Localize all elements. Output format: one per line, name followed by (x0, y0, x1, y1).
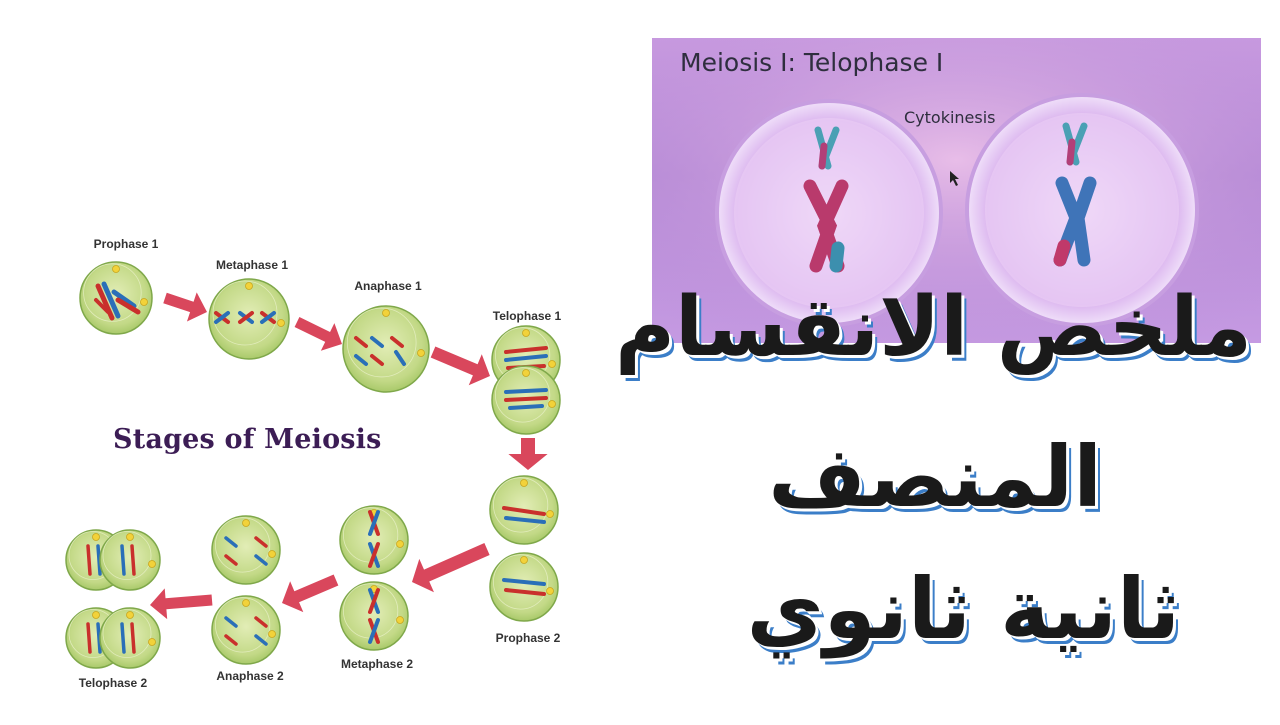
arrow-a2-t2 (150, 588, 213, 620)
arrow-a1-t1 (430, 346, 490, 386)
stage-label-anaphase1: Anaphase 1 (354, 279, 422, 293)
meiosis-stages-diagram: Prophase 1 Metaphase 1 Anaphase 1 Teloph… (0, 0, 600, 720)
arrow-m2-a2 (282, 574, 339, 613)
arrow-p2-m2 (412, 543, 490, 593)
cell-prophase1 (79, 261, 153, 335)
stage-label-metaphase1: Metaphase 1 (215, 258, 289, 272)
meiosis-diagram-graphic (65, 261, 561, 669)
stage-label-telophase2: Telophase 2 (78, 676, 148, 690)
cell-metaphase2-top (339, 505, 409, 575)
video-subtitle: Cytokinesis (904, 108, 996, 127)
daughter-cell-left (715, 99, 943, 327)
stage-label-telophase1: Telophase 1 (492, 309, 562, 323)
arrow-p1-m1 (163, 292, 207, 322)
cell-metaphase1 (208, 278, 290, 360)
cell-anaphase2-top (211, 515, 281, 585)
cell-anaphase2-bottom (211, 595, 281, 665)
stage-label-metaphase2: Metaphase 2 (340, 657, 414, 671)
diagram-title: Stages of Meiosis (113, 424, 382, 455)
daughter-cell-right (965, 93, 1199, 327)
video-still-panel: Meiosis I: Telophase I Cytokinesis (652, 38, 1261, 343)
cell-anaphase1 (342, 305, 430, 393)
arrow-t1-p2 (508, 438, 548, 470)
cell-prophase2-top (489, 475, 559, 545)
headline-line-1: ملخص الانقسام (614, 280, 1252, 375)
headline-line-2: المنصف (768, 428, 1102, 526)
cell-telophase1-bottom (491, 365, 561, 435)
stage-label-prophase2: Prophase 2 (495, 631, 561, 645)
video-title: Meiosis I: Telophase I (680, 48, 944, 77)
cursor-icon (950, 171, 959, 186)
cell-prophase2-bottom (489, 552, 559, 622)
cell-telophase2-4 (99, 607, 161, 669)
stage-label-anaphase2: Anaphase 2 (216, 669, 284, 683)
cell-telophase2-2 (99, 529, 161, 591)
telophase-illustration (652, 38, 1261, 343)
cell-metaphase2-bottom (339, 581, 409, 651)
headline-line-3: ثانية ثانوي (746, 560, 1180, 658)
stage-label-prophase1: Prophase 1 (93, 237, 159, 251)
arrow-m1-a1 (294, 317, 342, 351)
